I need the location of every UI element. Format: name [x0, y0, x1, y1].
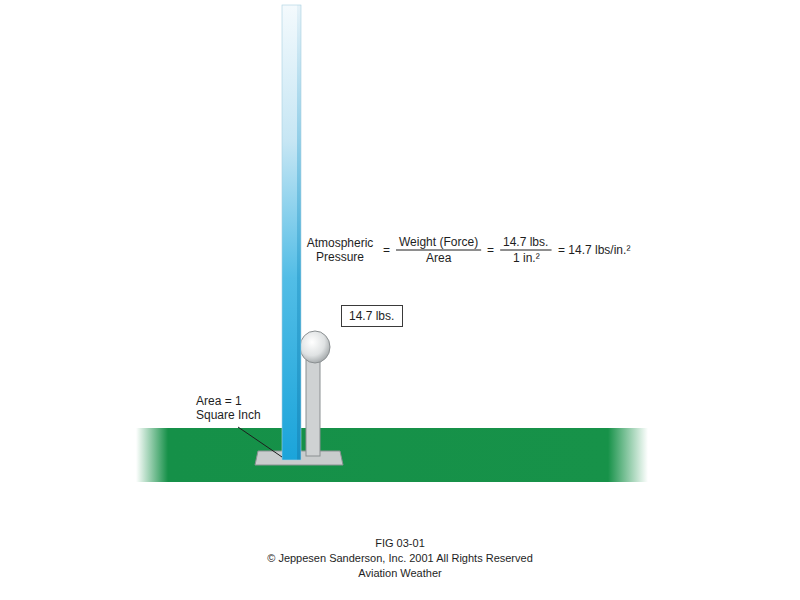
publication-name: Aviation Weather — [0, 566, 800, 580]
leader-line — [238, 427, 282, 457]
denominator: 1 in.² — [513, 251, 540, 265]
air-column-side — [297, 5, 301, 460]
equation-result: = 14.7 lbs/in.² — [558, 243, 630, 257]
scale-post — [306, 360, 320, 456]
numerator: Weight (Force) — [399, 235, 478, 249]
ground-band — [0, 428, 800, 482]
fraction-bar — [500, 250, 551, 251]
scale-dial — [300, 331, 330, 363]
equation-term: Atmospheric Pressure — [303, 236, 377, 264]
area-label: Area = 1 Square Inch — [196, 394, 272, 422]
equals-sign: = — [383, 243, 390, 257]
denominator: Area — [426, 251, 451, 265]
figure-caption: FIG 03-01 — [0, 536, 800, 550]
numerator: 14.7 lbs. — [503, 235, 548, 249]
air-column — [282, 5, 297, 460]
copyright-note: © Jeppesen Sanderson, Inc. 2001 All Righ… — [0, 551, 800, 565]
fraction-bar — [396, 250, 481, 251]
equals-sign: = — [487, 243, 494, 257]
weight-value: 14.7 lbs. — [349, 308, 395, 324]
weight-readout-box: 14.7 lbs. — [341, 305, 403, 327]
air-column-outline — [282, 5, 301, 460]
